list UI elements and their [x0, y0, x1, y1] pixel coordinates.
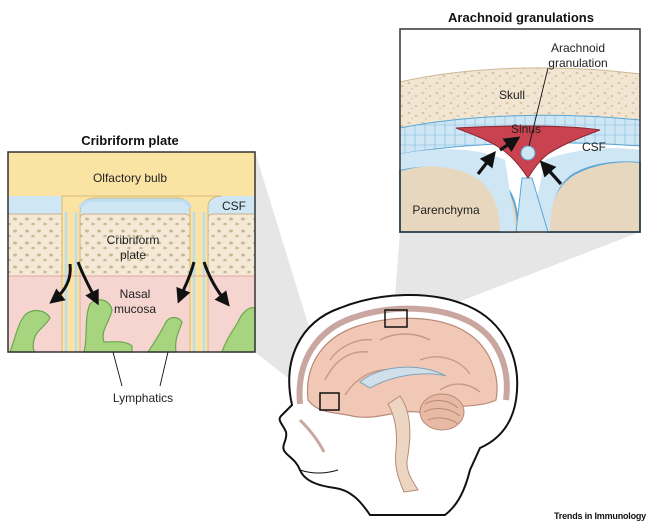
label-csf-cribriform: CSF	[222, 199, 246, 213]
arachnoid-panel: Arachnoid granulations	[400, 10, 640, 232]
cerebellum	[420, 394, 464, 430]
label-csf-arachnoid: CSF	[582, 140, 606, 154]
label-parenchyma: Parenchyma	[412, 203, 480, 217]
label-cribriform-plate-2: plate	[120, 248, 146, 262]
cribriform-panel: Cribriform plate	[8, 133, 255, 352]
label-nasal-mucosa-2: mucosa	[114, 302, 156, 316]
label-arachnoid-granulation-2: granulation	[548, 56, 607, 70]
label-lymphatics: Lymphatics	[113, 391, 173, 405]
label-olfactory-bulb: Olfactory bulb	[93, 171, 167, 185]
label-sinus: Sinus	[511, 122, 541, 136]
cribriform-panel-title: Cribriform plate	[81, 133, 179, 148]
label-cribriform-plate-1: Cribriform	[107, 233, 160, 247]
head-sagittal-illustration	[280, 295, 518, 515]
label-arachnoid-granulation-1: Arachnoid	[551, 41, 605, 55]
label-nasal-mucosa-1: Nasal	[120, 287, 151, 301]
footer-credit: Trends in Immunology	[554, 511, 646, 521]
arachnoid-granulation	[521, 146, 535, 160]
label-skull: Skull	[499, 88, 525, 102]
lymphatics-callout: Lymphatics	[113, 352, 173, 405]
arachnoid-panel-title: Arachnoid granulations	[448, 10, 594, 25]
